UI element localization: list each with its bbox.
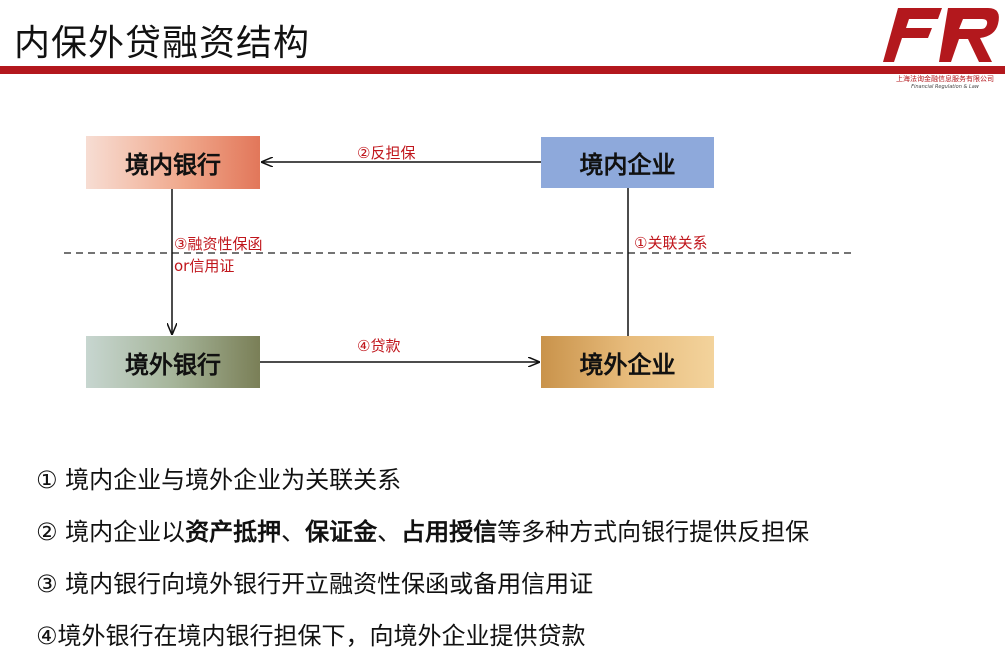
label-counter-guarantee: ②反担保 <box>357 144 416 162</box>
note-4: ④境外银行在境内银行担保下，向境外企业提供贷款 <box>36 622 586 650</box>
note-2-credit-line: 占用授信 <box>401 518 498 546</box>
logo-letter-r <box>939 8 999 62</box>
label-guarantee-line2: or信用证 <box>174 257 235 275</box>
note-2: ② 境内企业以资产抵押、保证金、占用授信等多种方式向银行提供反担保 <box>36 512 996 564</box>
label-loan: ④贷款 <box>357 337 401 355</box>
note-3: ③ 境内银行向境外银行开立融资性保函或备用信用证 <box>36 570 594 598</box>
note-2-asset-pledge: 资产抵押 <box>185 518 282 546</box>
node-overseas-enterprise: 境外企业 <box>541 336 714 388</box>
node-domestic-enterprise: 境内企业 <box>541 137 714 188</box>
label-related-party: ①关联关系 <box>634 234 708 252</box>
title-divider <box>0 66 1005 74</box>
logo-tagline: Financial Regulation & Law <box>911 84 979 90</box>
node-overseas-bank: 境外银行 <box>86 336 260 388</box>
fr-logo <box>883 8 999 62</box>
page-title: 内保外贷融资结构 <box>14 23 311 64</box>
logo-letter-f <box>883 8 942 62</box>
label-guarantee-line1: ③融资性保函 <box>174 235 263 253</box>
structure-diagram <box>64 0 852 654</box>
note-2-suffix: 等多种方式向银行提供反担保 <box>497 518 810 546</box>
note-2-sep-2: 、 <box>377 518 402 546</box>
note-2-margin-deposit: 保证金 <box>305 518 378 546</box>
notes-list: ① 境内企业与境外企业为关联关系 ② 境内企业以资产抵押、保证金、占用授信等多种… <box>36 460 996 668</box>
node-domestic-bank: 境内银行 <box>86 136 260 189</box>
note-1: ① 境内企业与境外企业为关联关系 <box>36 466 402 494</box>
note-2-sep-1: 、 <box>281 518 306 546</box>
logo-company-name: 上海法询金融信息服务有限公司 <box>896 75 994 83</box>
note-2-prefix: ② 境内企业以 <box>36 518 186 546</box>
